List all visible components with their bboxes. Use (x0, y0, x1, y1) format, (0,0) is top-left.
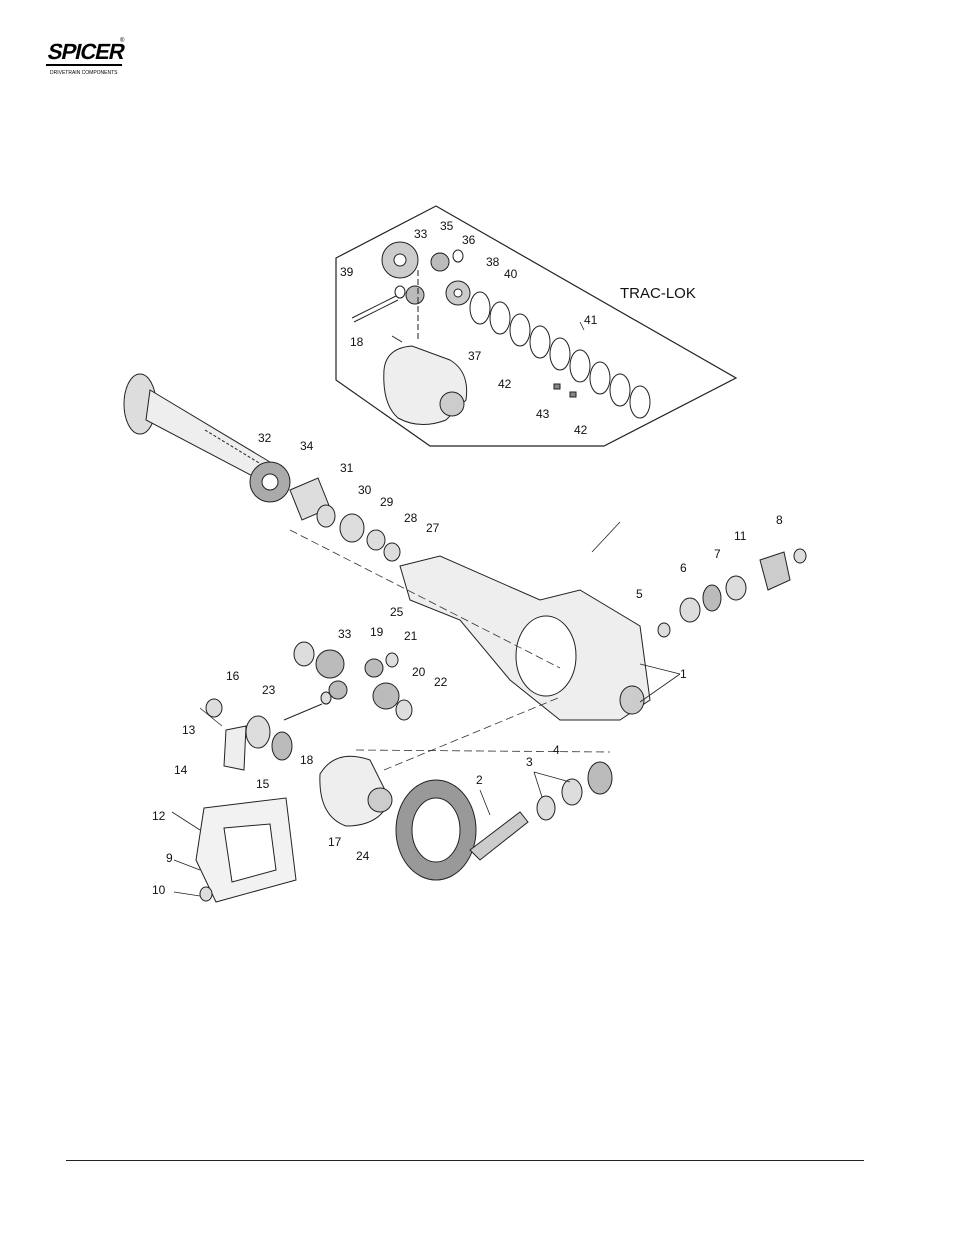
callout-32: 32 (258, 431, 272, 445)
callout-33b: 33 (414, 227, 428, 241)
callout-28: 28 (404, 511, 418, 525)
leader-lines (171, 321, 681, 897)
callout-18: 18 (300, 753, 314, 767)
callout-42b: 42 (574, 423, 588, 437)
differential-parts (195, 641, 613, 903)
callout-30: 30 (358, 483, 372, 497)
callout-42: 42 (498, 377, 512, 391)
callout-19: 19 (370, 625, 384, 639)
callout-7: 7 (714, 547, 721, 561)
svg-text:DRIVETRAIN COMPONENTS: DRIVETRAIN COMPONENTS (50, 70, 118, 76)
pinion-parts (657, 548, 807, 638)
callout-13: 13 (182, 723, 196, 737)
callout-8: 8 (776, 513, 783, 527)
callout-25: 25 (390, 605, 404, 619)
bearings-seals (289, 477, 401, 562)
callout-37: 37 (468, 349, 482, 363)
callout-23: 23 (262, 683, 276, 697)
callout-11: 11 (734, 529, 747, 543)
callout-4: 4 (553, 743, 560, 757)
callout-35: 35 (440, 219, 454, 233)
assembly-lines (289, 529, 611, 771)
callout-14: 14 (174, 763, 188, 777)
axle-shaft (123, 373, 291, 503)
callout-18b: 18 (350, 335, 364, 349)
callout-5: 5 (636, 587, 643, 601)
callout-9: 9 (166, 851, 173, 865)
callout-43: 43 (536, 407, 550, 421)
callout-27: 27 (426, 521, 440, 535)
callout-21: 21 (404, 629, 418, 643)
callout-38: 38 (486, 255, 500, 269)
callout-36: 36 (462, 233, 476, 247)
callout-16: 16 (226, 669, 240, 683)
callout-31: 31 (340, 461, 354, 475)
callout-15: 15 (256, 777, 270, 791)
trac-lok-inset-frame (335, 205, 738, 447)
spicer-logo: SPICER DRIVETRAIN COMPONENTS ® (44, 37, 128, 76)
footer-rule (66, 1160, 864, 1161)
callout-29: 29 (380, 495, 394, 509)
callout-6: 6 (680, 561, 687, 575)
svg-text:®: ® (120, 37, 125, 44)
callout-20: 20 (412, 665, 426, 679)
callout-22: 22 (434, 675, 448, 689)
callout-10: 10 (152, 883, 166, 897)
callout-12: 12 (152, 809, 166, 823)
axle-housing (399, 555, 651, 721)
callout-24: 24 (356, 849, 370, 863)
svg-text:SPICER: SPICER (46, 39, 128, 64)
callout-34: 34 (300, 439, 314, 453)
callout-2: 2 (476, 773, 483, 787)
callout-33: 33 (338, 627, 352, 641)
callout-1: 1 (680, 667, 687, 681)
callout-3: 3 (526, 755, 533, 769)
callout-40: 40 (504, 267, 518, 281)
callout-41: 41 (584, 313, 598, 327)
trac-lok-label: TRAC-LOK (620, 285, 696, 302)
callout-17: 17 (328, 835, 342, 849)
callout-numbers: 1 2 3 4 5 6 7 8 9 10 11 12 13 14 15 16 1… (152, 219, 783, 897)
callout-39: 39 (340, 265, 354, 279)
trac-lok-parts (351, 241, 651, 425)
